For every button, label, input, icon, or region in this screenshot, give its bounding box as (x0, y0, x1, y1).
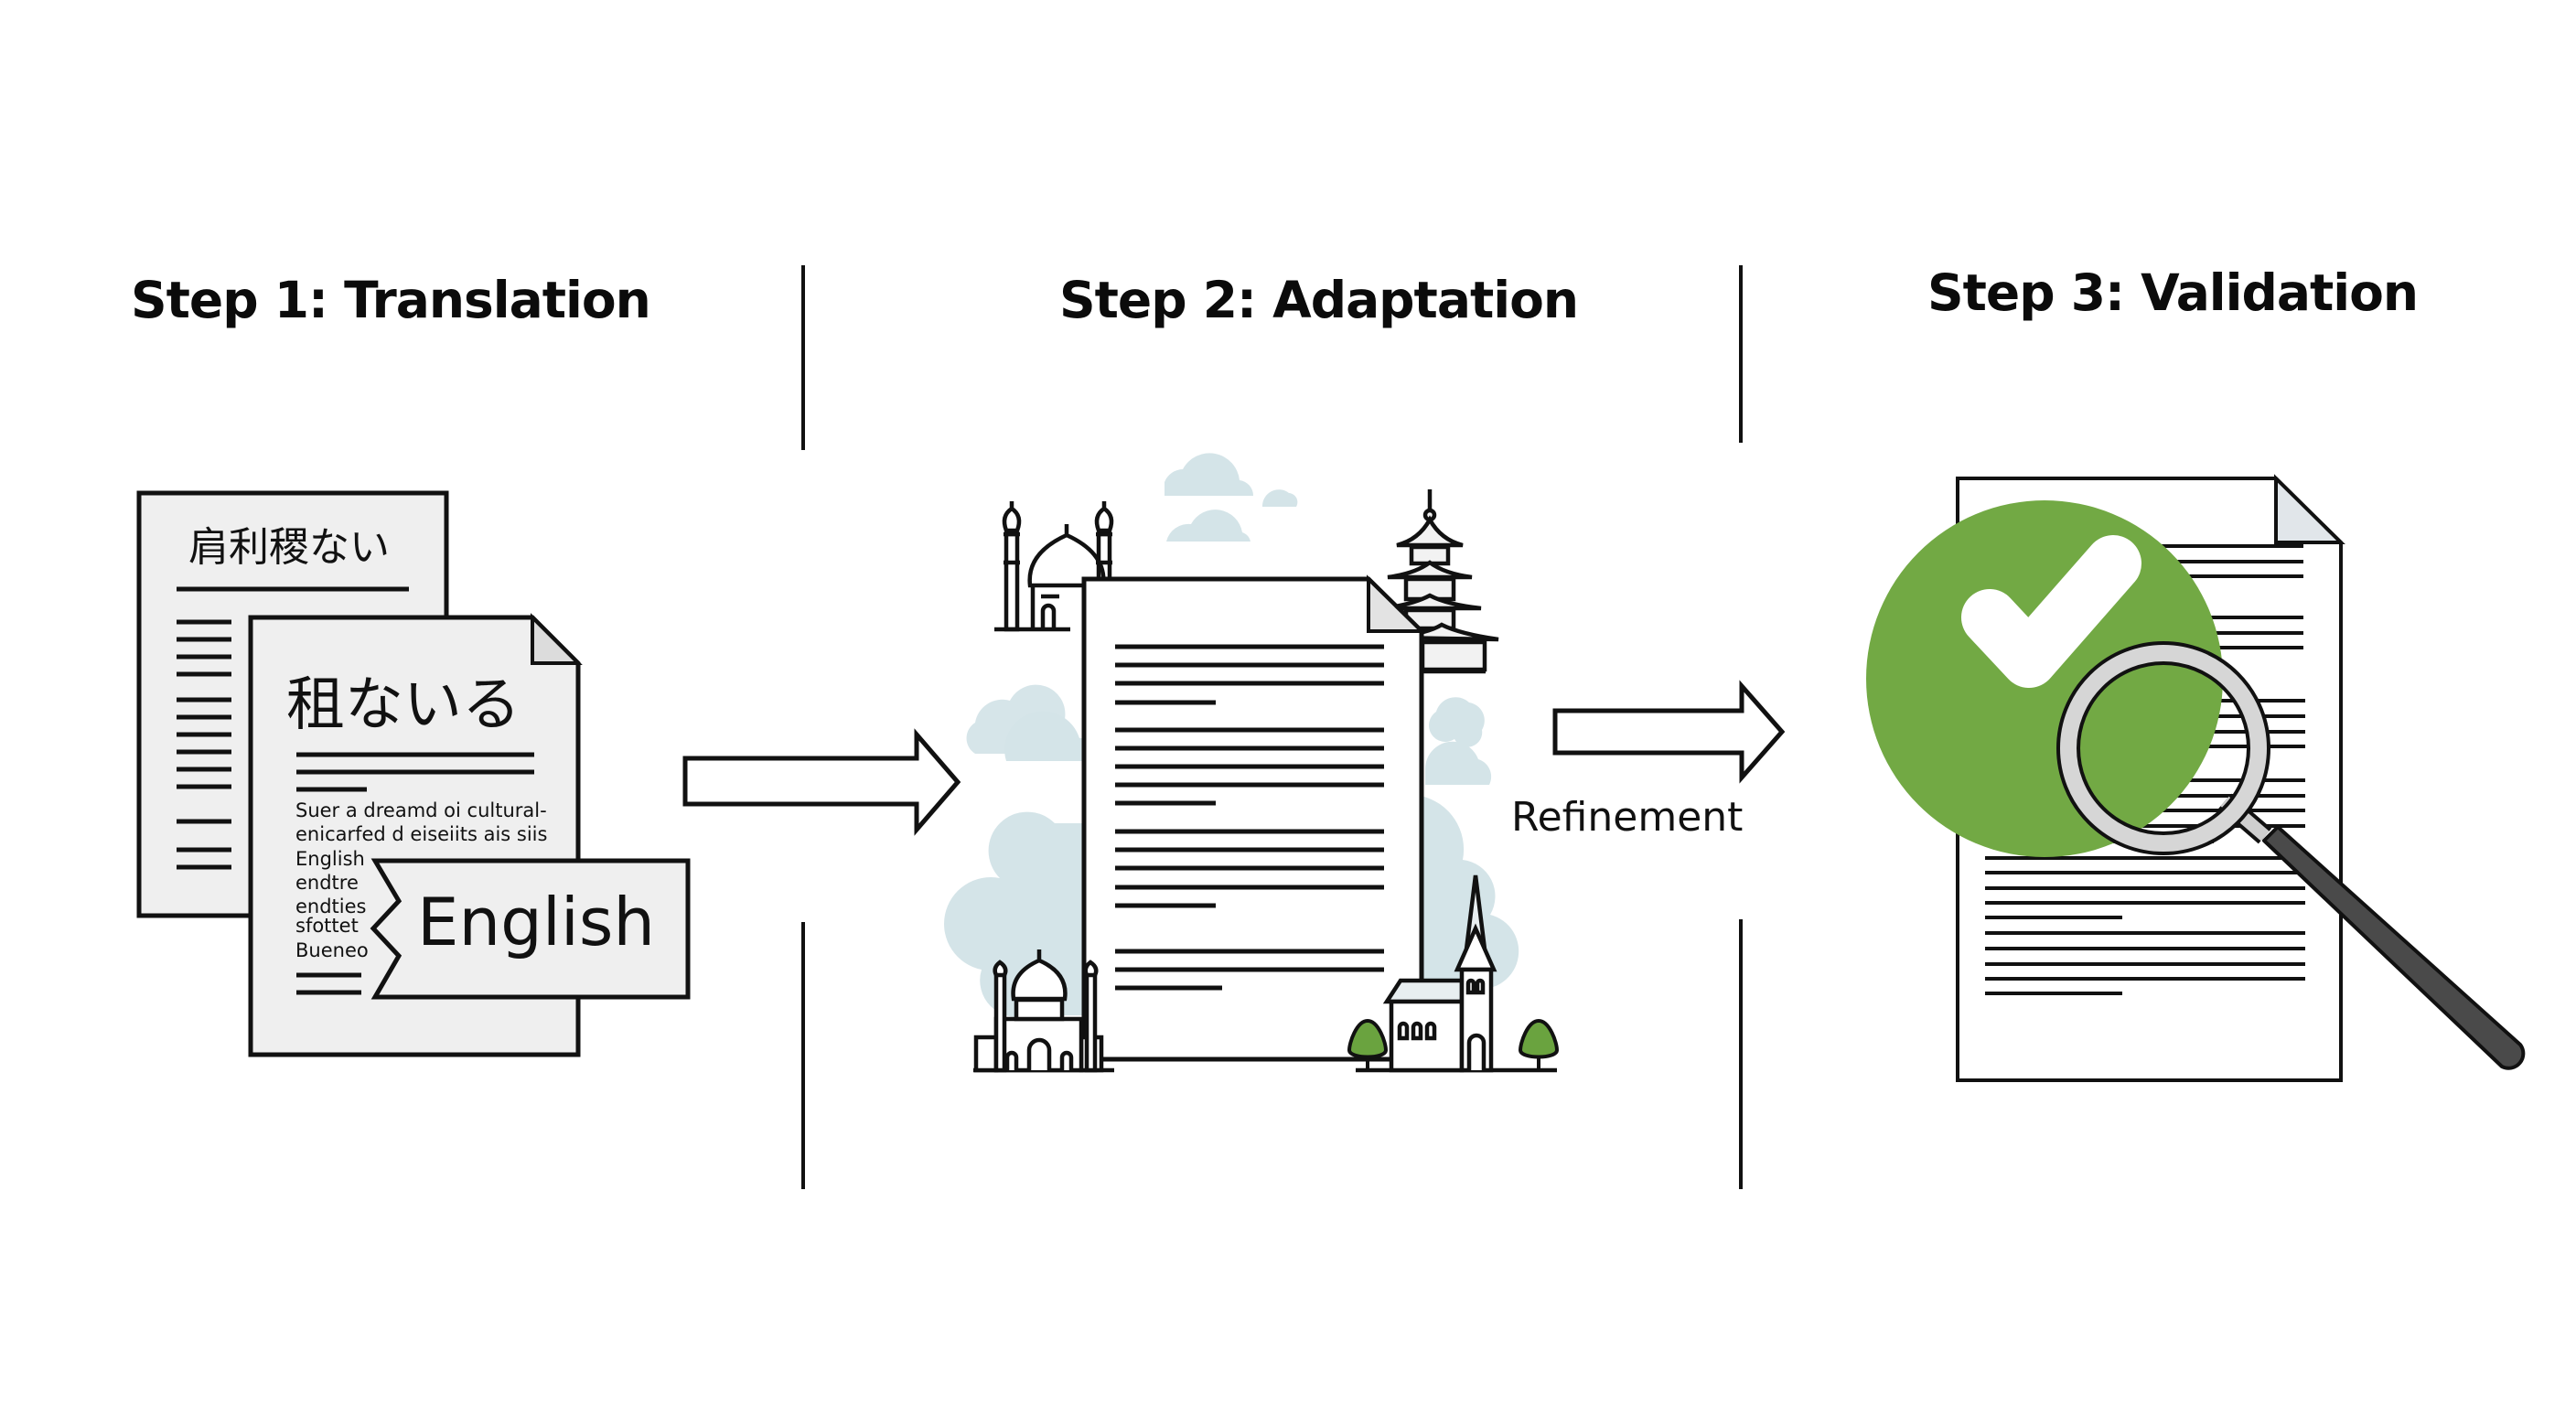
garbled-line: sfottet (295, 915, 359, 937)
step-1-title: Step 1: Translation (131, 271, 651, 329)
magnifying-glass-icon (2056, 641, 2526, 1070)
garbled-line: endties (295, 896, 367, 917)
step-2-title: Step 2: Adaptation (1059, 271, 1579, 329)
adapted-document-icon (1081, 574, 1426, 1062)
english-tag-label: English (417, 884, 655, 960)
mosque-icon (973, 949, 1114, 1073)
step-2-adaptation-illustration (944, 453, 1560, 1073)
source-document-title: 肩利稷ない (188, 524, 390, 571)
refinement-label: Refinement (1511, 794, 1743, 841)
garbled-line: Bueneo (295, 939, 369, 961)
divider-2-top (1739, 265, 1743, 443)
english-language-tag: English (370, 858, 691, 1000)
garbled-line: Suer a dreamd oi cultural- (295, 799, 547, 821)
garbled-line: enicarfed d eiseiits ais siis (295, 823, 547, 845)
divider-1-bottom (801, 922, 805, 1189)
divider-2-bottom (1739, 919, 1743, 1189)
translated-document-title: 租ないる (286, 671, 521, 739)
garbled-line: endtre (295, 872, 359, 894)
church-icon (1356, 874, 1557, 1073)
step-1-translation-illustration: 肩利稷ない 租ないる (136, 490, 691, 1057)
step-3-title: Step 3: Validation (1927, 263, 2419, 322)
tree-icon (1347, 1018, 1389, 1068)
arrow-1-icon (682, 728, 961, 836)
divider-1-top (801, 265, 805, 450)
step-3-validation-illustration (1866, 474, 2526, 1082)
arrow-2-icon (1552, 680, 1786, 784)
cloud-icon (944, 453, 1519, 1017)
mosque-icon (994, 501, 1114, 632)
checkmark-icon (1866, 500, 2223, 857)
tree-icon (1518, 1018, 1560, 1068)
garbled-line: English (295, 848, 365, 870)
